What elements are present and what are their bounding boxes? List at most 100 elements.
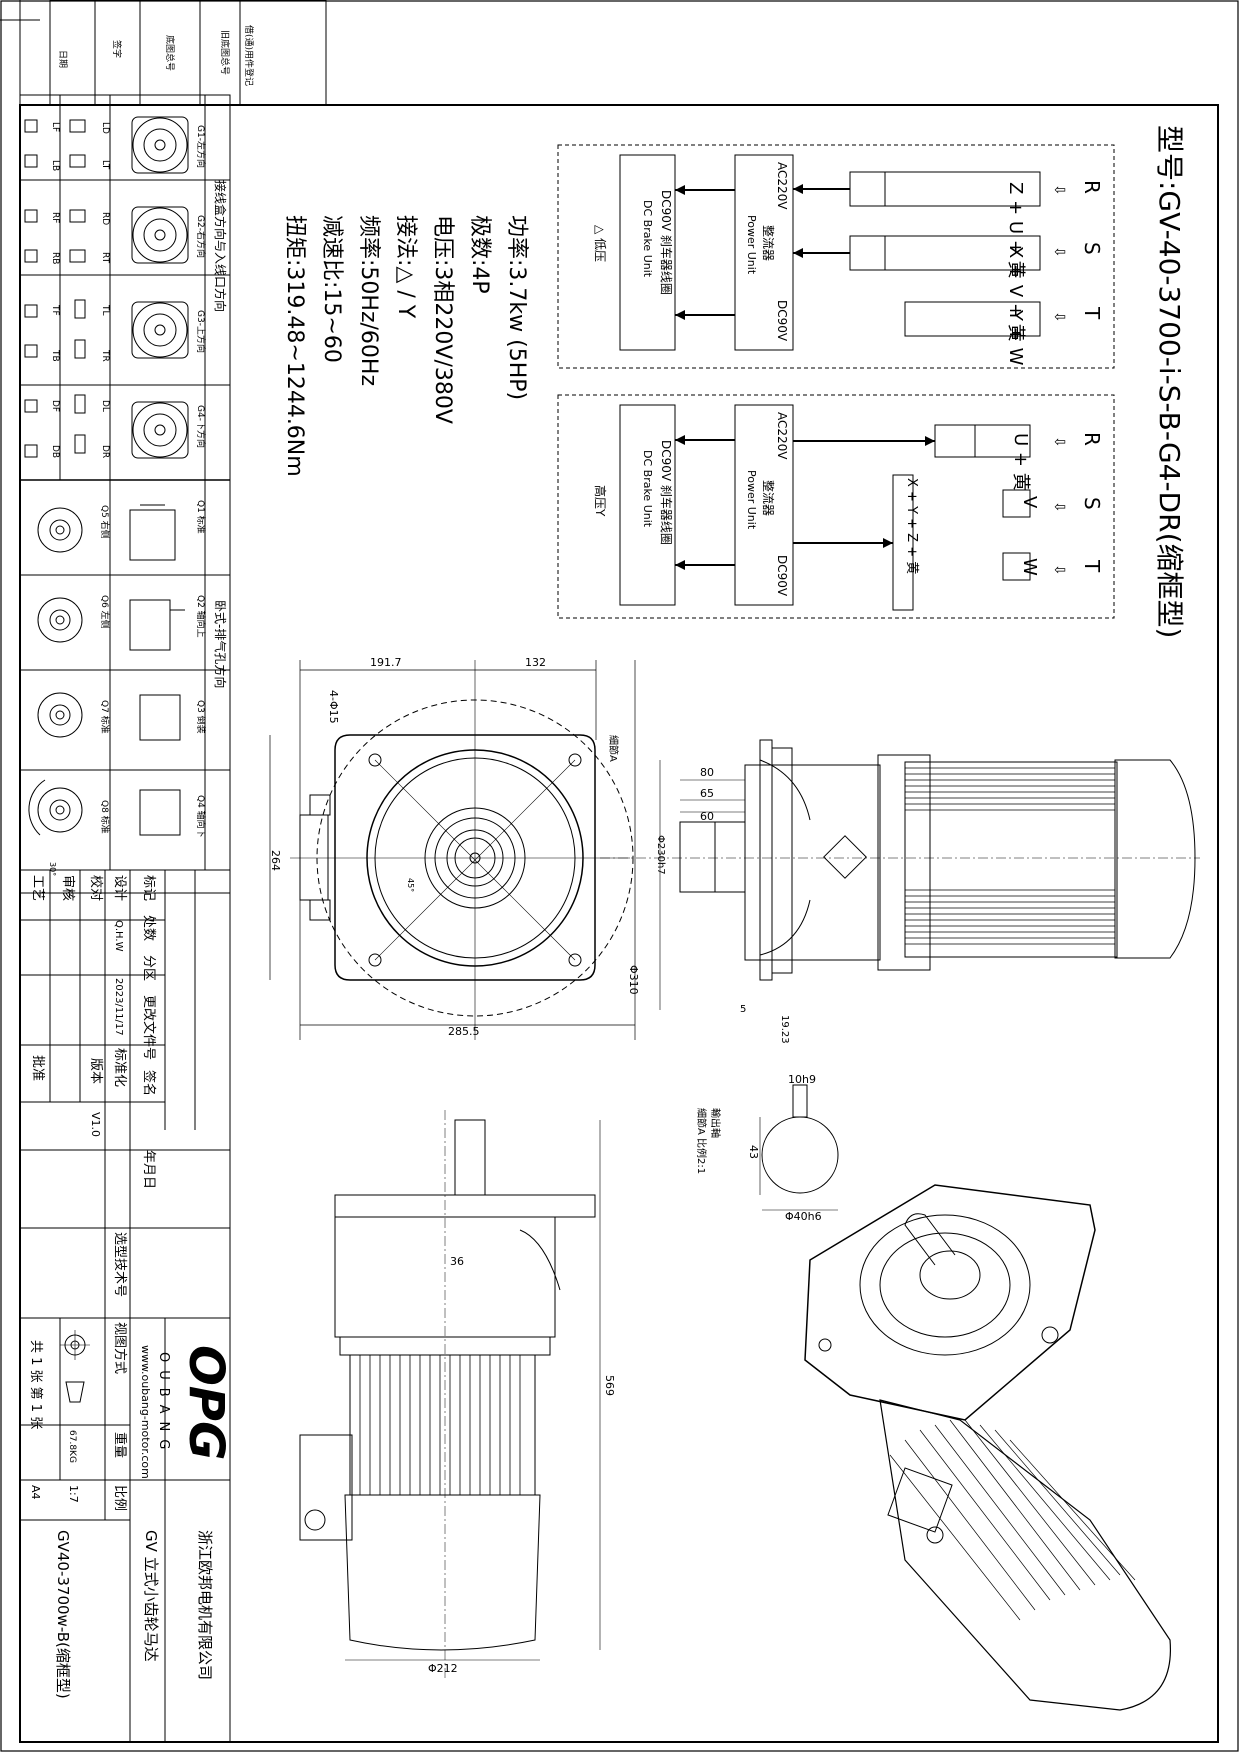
dim-detail-a: 細節A bbox=[607, 735, 620, 762]
wl-mode: △ 低压 bbox=[593, 225, 607, 262]
logo: OPG bbox=[178, 1345, 234, 1460]
wl-row2: X + V + 黄 bbox=[1005, 246, 1026, 342]
tb-weight-label: 重量 bbox=[112, 1432, 128, 1458]
q1-label: Q1 标准 bbox=[195, 500, 207, 534]
tb-change: 更改文件号 bbox=[141, 995, 156, 1060]
spec-ratio: 减速比:15~60 bbox=[319, 215, 344, 363]
registration-table: 日期 签字 底图总号 旧底图总号 借(通)用件登记 bbox=[49, 0, 327, 106]
drawing-number: GV40-3700w-B(缩框型) bbox=[54, 1530, 72, 1699]
code-df: DF bbox=[50, 400, 60, 412]
code-tb: TB bbox=[50, 349, 60, 362]
spec-frequency: 频率:50Hz/60Hz bbox=[356, 215, 381, 386]
code-tl: TL bbox=[100, 304, 110, 316]
tb-zone: 分区 bbox=[141, 955, 156, 981]
wh-rect-en: Power Unit bbox=[745, 470, 758, 530]
dim-5: 5 bbox=[740, 1004, 746, 1015]
svg-text:⇩: ⇩ bbox=[1051, 184, 1067, 196]
q8-label: Q8 标准 bbox=[99, 800, 111, 834]
wh-t: T bbox=[1080, 559, 1104, 573]
reg-old-base-no: 旧底图总号 bbox=[219, 30, 231, 75]
code-ld: LD bbox=[100, 122, 110, 134]
q3-label: Q3 倒装 bbox=[195, 700, 207, 734]
website: www.oubang-motor.com bbox=[139, 1345, 152, 1479]
svg-text:⇩: ⇩ bbox=[1051, 436, 1067, 448]
brand: OUBANG bbox=[156, 1352, 171, 1457]
tb-date: 年月日 bbox=[141, 1150, 156, 1189]
code-dr: DR bbox=[100, 445, 110, 458]
tb-check: 校对 bbox=[88, 875, 104, 901]
dim-264: 264 bbox=[269, 850, 282, 871]
wl-row3: Y + W bbox=[1005, 309, 1026, 366]
dim-10h9: 10h9 bbox=[788, 1073, 816, 1086]
q2-label: Q2 轴向上 bbox=[195, 595, 207, 638]
company: 浙江欧邦电机有限公司 bbox=[196, 1530, 214, 1680]
mounting-table: 接线盒方向与入线口方向 卧式-排气孔方向 G1-左方向 G2-右方向 G3-上方… bbox=[19, 94, 231, 876]
spec-power: 功率:3.7kw (5HP) bbox=[504, 215, 529, 400]
q-thumbnails bbox=[28, 504, 185, 836]
tb-designer: Q.H.W bbox=[113, 920, 124, 952]
spec-poles: 极数:4P bbox=[467, 215, 492, 294]
wh-star: X + Y + Z + 黄 bbox=[904, 478, 919, 574]
wl-dc: DC90V bbox=[775, 300, 789, 342]
tb-design-date: 2023/11/17 bbox=[113, 978, 124, 1036]
motor-side-view bbox=[600, 739, 1200, 1010]
tb-approve: 批准 bbox=[30, 1055, 45, 1081]
svg-text:⇩: ⇩ bbox=[1051, 311, 1067, 323]
dim-45: 45° bbox=[406, 878, 415, 892]
code-lf: LF bbox=[50, 122, 60, 132]
tb-weight: 67.8KG bbox=[67, 1430, 77, 1463]
reg-sign: 签字 bbox=[111, 40, 123, 58]
dim-60: 60 bbox=[700, 810, 714, 823]
g2-label: G2-右方向 bbox=[195, 215, 207, 258]
dim-36: 36 bbox=[450, 1255, 464, 1268]
motor-fins bbox=[905, 767, 1115, 945]
wl-r: R bbox=[1080, 180, 1104, 194]
q6-label: Q6 左侧 bbox=[99, 595, 111, 629]
wh-r: R bbox=[1080, 432, 1104, 446]
wh-coil-en: DC Brake Unit bbox=[641, 450, 654, 528]
code-lb: LB bbox=[50, 160, 60, 171]
dim-40h6: Φ40h6 bbox=[785, 1210, 822, 1223]
dim-191-7: 191.7 bbox=[370, 656, 402, 669]
wl-coil-en: DC Brake Unit bbox=[641, 200, 654, 278]
wl-ac: AC220V bbox=[775, 162, 789, 210]
model-title: 型号:GV-40-3700-i-S-B-G4-DR(缩框型) bbox=[1153, 125, 1186, 638]
wl-coil-cn: DC90V 刹车器线圈 bbox=[659, 190, 674, 295]
angle-30: 30° bbox=[48, 862, 57, 876]
shaft-title: 輸出軸 bbox=[709, 1108, 722, 1138]
specs: 功率:3.7kw (5HP) 极数:4P 电压:3相220V/380V 接法:△… bbox=[282, 215, 529, 477]
wh-v: V bbox=[1019, 496, 1040, 509]
g4-label: G4-下方向 bbox=[195, 405, 207, 448]
iso-fins bbox=[889, 1419, 1136, 1621]
dim-19-23: 19.23 bbox=[779, 1015, 790, 1044]
tb-process: 工艺 bbox=[30, 875, 45, 901]
tb-standard: 标准化 bbox=[112, 1048, 127, 1087]
g-thumbnails bbox=[24, 116, 189, 459]
product: GV 立式小齿轮马达 bbox=[142, 1530, 160, 1662]
wh-ac: AC220V bbox=[775, 412, 789, 460]
dim-80: 80 bbox=[700, 766, 714, 779]
g1-label: G1-左方向 bbox=[195, 125, 207, 168]
wh-dc: DC90V bbox=[775, 555, 789, 597]
tb-count: 处数 bbox=[141, 915, 156, 941]
svg-text:⇩: ⇩ bbox=[1051, 246, 1067, 258]
dim-230: Φ230h7 bbox=[655, 835, 666, 875]
wh-s: S bbox=[1080, 497, 1104, 510]
dim-43: 43 bbox=[747, 1145, 760, 1159]
wl-row1: Z + U + 黄 bbox=[1005, 182, 1026, 279]
code-tf: TF bbox=[50, 304, 60, 316]
motor-bottom-view bbox=[299, 1110, 601, 1680]
tb-view-method: 视图方式 bbox=[112, 1322, 128, 1374]
reg-common-part: 借(通)用件登记 bbox=[243, 25, 255, 86]
projection-symbol bbox=[60, 1330, 90, 1403]
reg-base-no: 底图总号 bbox=[164, 35, 176, 71]
code-rb: RB bbox=[50, 252, 60, 264]
dim-310: Φ310 bbox=[627, 965, 640, 995]
code-tr: TR bbox=[100, 349, 110, 362]
dim-212: Φ212 bbox=[428, 1662, 458, 1675]
spec-connection: 接法:△ / Y bbox=[393, 215, 418, 319]
wiring-high: R S T ⇩ ⇩ ⇩ U + 黄 V W X + Y + Z + 黄 AC22… bbox=[557, 394, 1115, 619]
shaft-detail: 細節A 比例2:1 bbox=[695, 1108, 708, 1174]
